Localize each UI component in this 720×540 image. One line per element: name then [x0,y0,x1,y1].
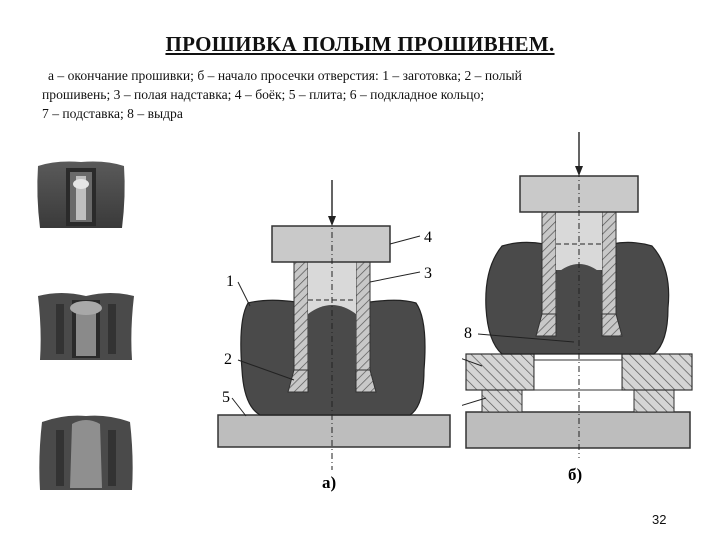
figure-a-label: а) [322,473,336,492]
ram-4 [271,225,391,263]
diagram-a: 4 3 1 2 5 а) [217,180,451,492]
callout-5: 5 [222,389,230,406]
slide-title: ПРОШИВКА ПОЛЫМ ПРОШИВНЕМ. [165,32,555,56]
figure-b-label: б) [568,465,582,484]
photo-billet-stage-3 [39,415,133,490]
caption-line-2: прошивень; 3 – полая надставка; 4 – боёк… [42,87,485,102]
callout-1: 1 [226,273,234,290]
plate-5 [217,414,451,448]
callout-4: 4 [424,229,432,246]
callout-3: 3 [424,265,432,282]
diagram-b: 8 6 7 б) [462,132,693,484]
photo-billet-stage-2 [38,293,134,360]
callout-8: 8 [464,325,472,342]
caption-line-3: 7 – подставка; 8 – выдра [42,106,183,121]
callout-2: 2 [224,351,232,368]
page-number: 32 [652,512,667,527]
photo-billet-stage-1 [37,161,125,228]
caption-line-1: а – окончание прошивки; б – начало просе… [48,68,522,83]
